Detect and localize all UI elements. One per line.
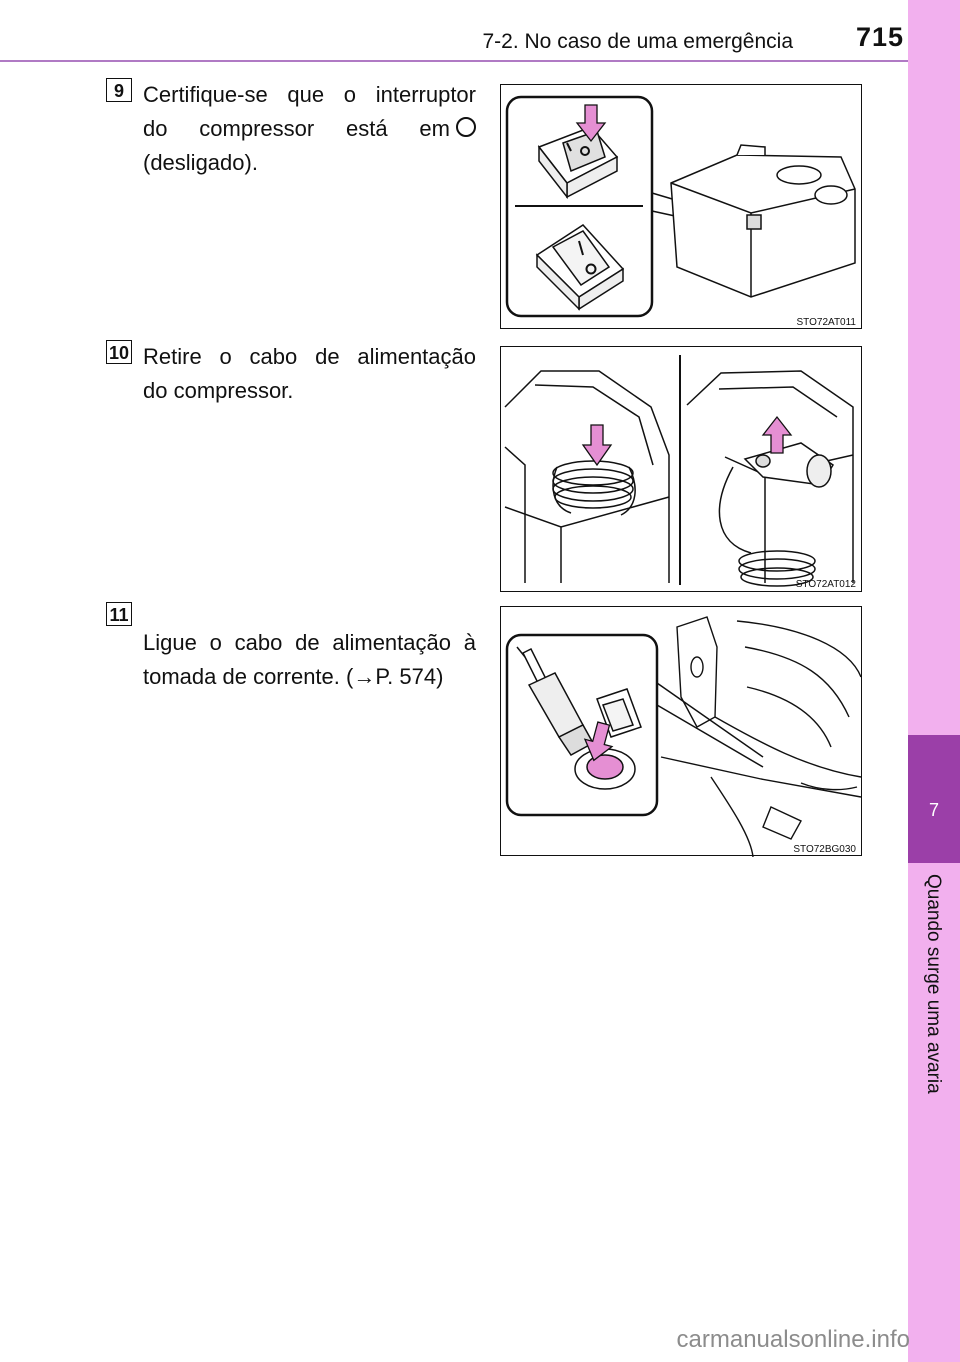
step-line: do compressor está em xyxy=(143,116,450,141)
step-line: Certifique-se que o interruptor xyxy=(143,82,476,107)
step-number-badge: 10 xyxy=(106,340,132,364)
step-line: (desligado). xyxy=(143,150,258,175)
figure-compressor-switch: STO72AT011 xyxy=(500,84,862,329)
step-line-with-symbol: do compressor está em xyxy=(143,112,476,146)
page-number: 715 xyxy=(855,22,904,52)
header-rule xyxy=(0,60,908,62)
chapter-tab xyxy=(908,735,960,863)
step-instruction: Retire o cabo de alimentação do compress… xyxy=(143,340,476,408)
figure-connect-outlet: STO72BG030 xyxy=(500,606,862,857)
section-title: 7-2. No caso de uma emergência xyxy=(482,30,794,53)
chapter-sidebar xyxy=(908,0,960,1362)
circle-off-icon xyxy=(456,117,476,138)
figure-code-label: STO72AT012 xyxy=(796,579,857,590)
watermark: carmanualsonline.info xyxy=(676,1326,910,1353)
connect-outlet-illustration: STO72BG030 xyxy=(505,616,862,857)
figure-code-label: STO72AT011 xyxy=(797,317,857,328)
figure-remove-cable: STO72AT012 xyxy=(500,346,862,592)
chapter-number: 7 xyxy=(928,800,939,820)
step-instruction: Certifique-se que o interruptor do compr… xyxy=(143,78,476,180)
step-line: do compressor. xyxy=(143,378,294,403)
step-number-badge: 11 xyxy=(106,602,132,626)
step-line: tomada de corrente. (→P. 574) xyxy=(143,664,444,689)
step-line: Ligue o cabo de alimentação à xyxy=(143,630,476,655)
step-instruction: Ligue o cabo de alimentação à tomada de … xyxy=(143,626,476,694)
remove-cable-illustration: STO72AT012 xyxy=(504,355,857,590)
compressor-switch-illustration: STO72AT011 xyxy=(505,95,857,328)
step-line: Retire o cabo de alimentação xyxy=(143,344,476,369)
chapter-title: Quando surge uma avaria xyxy=(923,874,944,1094)
figure-code-label: STO72BG030 xyxy=(793,844,856,855)
step-number-badge: 9 xyxy=(106,78,132,102)
